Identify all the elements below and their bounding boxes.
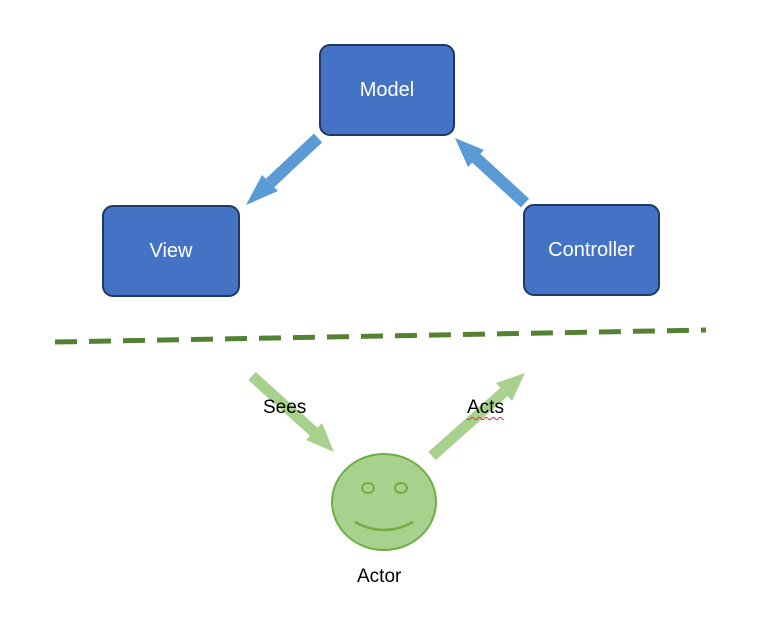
model-box: Model (319, 44, 455, 136)
divider-dashed-line (54, 327, 707, 345)
controller-to-model-arrow (455, 138, 530, 208)
smiley-face-icon (331, 453, 437, 551)
acts-label: Acts (467, 397, 504, 418)
sees-label: Sees (263, 397, 307, 418)
model-to-view-arrow (246, 133, 323, 205)
view-box: View (102, 205, 240, 297)
model-label: Model (359, 78, 415, 101)
controller-label: Controller (548, 238, 635, 261)
sees-arrow (248, 371, 334, 452)
actor-label: Actor (357, 566, 402, 587)
controller-box: Controller (523, 204, 660, 296)
view-label: View (149, 239, 193, 262)
acts-arrow (428, 373, 525, 461)
